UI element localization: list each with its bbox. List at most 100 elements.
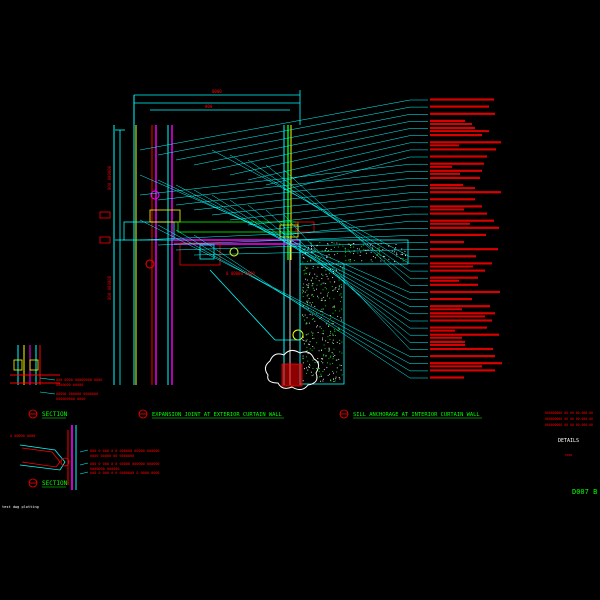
hatch-dot	[338, 377, 340, 378]
callout-text-line	[430, 255, 476, 258]
callout-text-line	[430, 279, 459, 282]
hatch-dot	[317, 297, 319, 299]
tb-scale: 0000	[565, 453, 572, 457]
hatch-dot	[331, 352, 333, 354]
callout-text-line	[430, 205, 482, 208]
hatch-dot	[322, 378, 324, 380]
hatch-dot	[377, 253, 379, 255]
leader-line	[265, 149, 428, 186]
hatch-dot	[321, 273, 323, 275]
hatch-dot	[313, 248, 315, 250]
hatch-dot	[322, 339, 323, 341]
hatch-dot	[347, 249, 349, 251]
hatch-dot	[401, 248, 403, 250]
hatch-dot	[325, 323, 327, 325]
hatch-dot	[313, 318, 314, 319]
hatch-dot	[341, 374, 343, 376]
callout-text-line	[430, 144, 459, 147]
hatch-dot	[321, 267, 323, 268]
hatch-dot	[330, 331, 331, 332]
leader-line	[283, 156, 428, 191]
leader-line	[229, 135, 428, 176]
hatch-dot	[360, 251, 362, 253]
hatch-dot	[302, 380, 304, 382]
hatch-dot	[311, 248, 313, 249]
hatch-dot	[317, 358, 319, 359]
hatch-dot	[339, 339, 341, 341]
title-sill-anchorage: SILL ANCHORAGE AT INTERIOR CURTAIN WALL	[339, 409, 482, 419]
hatch-dot	[309, 348, 311, 350]
hatch-dot	[303, 316, 305, 317]
hatch-dot	[349, 252, 351, 254]
hatch-dot	[330, 380, 332, 382]
hatch-dot	[316, 368, 317, 369]
hatch-dot	[321, 333, 323, 334]
hatch-dot	[323, 353, 325, 355]
callout-text-line	[430, 298, 472, 301]
left-section-detail	[10, 345, 60, 395]
hatch-dot	[383, 255, 384, 257]
title-section-bottom: SECTION	[28, 478, 68, 488]
hatch-dot	[318, 280, 320, 282]
hatch-dot	[306, 350, 308, 352]
hatch-dot	[329, 281, 331, 283]
hatch-dot	[341, 319, 343, 321]
hatch-dot	[405, 255, 406, 257]
callout-text-line	[430, 198, 475, 201]
hatch-dot	[320, 328, 322, 329]
hatch-dot	[302, 292, 303, 294]
hatch-dot	[307, 287, 309, 288]
hatch-dot	[309, 341, 311, 343]
hatch-dot	[321, 282, 323, 284]
hatch-dot	[306, 273, 308, 275]
hatch-dot	[367, 249, 369, 251]
callout-text-line	[430, 98, 494, 101]
callout-text-line	[430, 312, 495, 315]
hatch-dot	[304, 248, 306, 250]
callout-text-line	[430, 191, 501, 194]
hatch-dot	[358, 248, 360, 250]
hatch-dot	[347, 243, 349, 245]
hatch-dot	[341, 286, 342, 288]
hatch-dot	[319, 326, 321, 328]
hatch-dot	[312, 277, 314, 279]
hatch-dot	[332, 333, 334, 335]
hatch-dot	[402, 258, 404, 259]
leader-line	[211, 194, 428, 322]
hatch-dot	[321, 308, 323, 310]
hatch-dot	[312, 266, 314, 268]
leader-line	[139, 228, 428, 241]
hatch-dot	[332, 356, 334, 358]
hatch-dot	[334, 254, 336, 256]
hatch-dot	[333, 306, 335, 307]
hatch-dot	[405, 259, 407, 260]
hatch-dot	[302, 333, 304, 335]
hatch-dot	[312, 337, 314, 339]
hatch-dot	[395, 244, 397, 245]
hatch-dot	[316, 275, 318, 277]
callout-text-line	[430, 290, 500, 294]
hatch-dot	[328, 326, 330, 327]
hatch-dot	[345, 259, 347, 261]
hatch-dot	[310, 242, 312, 244]
hatch-dot	[349, 261, 351, 263]
hatch-dot	[365, 249, 367, 251]
hatch-dot	[325, 305, 327, 307]
hatch-dot	[332, 358, 334, 360]
hatch-dot	[344, 255, 346, 257]
callout-text-line	[430, 112, 495, 115]
hatch-dot	[316, 362, 318, 364]
hatch-dot	[319, 368, 320, 370]
callout-text-line	[430, 262, 492, 265]
tb-line-3: 000000000 00 00 00-000-00	[545, 423, 593, 427]
hatch-dot	[306, 339, 308, 341]
hatch-dot	[323, 282, 325, 284]
leader-line	[247, 142, 428, 181]
hatch-dot	[327, 250, 329, 252]
bottom-callout-2b: 0000000 000000	[90, 467, 120, 471]
hatch-dot	[333, 242, 335, 244]
hatch-dot	[311, 375, 313, 377]
callout-text-line	[430, 169, 482, 172]
hatch-dot	[324, 347, 326, 349]
hatch-dot	[323, 355, 324, 357]
